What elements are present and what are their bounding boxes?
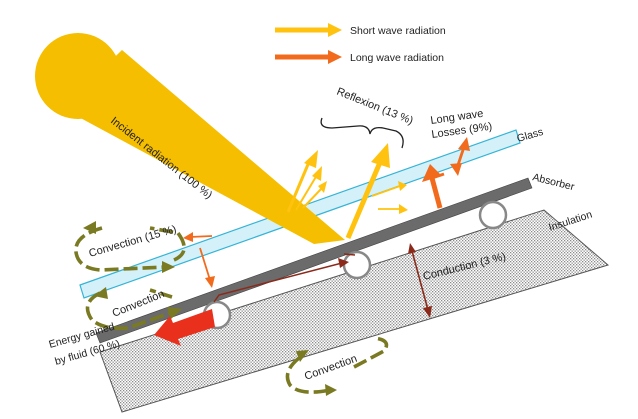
fluid-tube-right — [478, 200, 508, 230]
insulation-label: Insulation — [547, 209, 594, 234]
long-wave-glass-arrows-left — [183, 232, 215, 288]
fluid-heat-lines — [213, 253, 356, 303]
legend-long-wave-arrow — [275, 50, 342, 64]
energy-gained-arrow — [154, 309, 215, 346]
legend: Short wave radiation Long wave radiation — [275, 23, 446, 64]
reflexion-arrows — [286, 143, 408, 239]
convection-top-loop — [74, 221, 186, 273]
convection-bottom-label: Convection — [303, 353, 359, 383]
legend-short-wave-label: Short wave radiation — [350, 25, 446, 37]
insulation-layer — [99, 209, 610, 413]
incident-beam — [62, 50, 345, 244]
absorber-plate — [95, 177, 533, 344]
convection-mid-loop — [85, 287, 182, 331]
fluid-tube-middle — [342, 250, 372, 280]
glass-label: Glass — [516, 126, 545, 145]
reflexion-label: Reflexion (13 %) — [335, 86, 415, 128]
long-wave-loss-arrows — [422, 137, 470, 209]
legend-long-wave-label: Long wave radiation — [350, 52, 444, 64]
legend-short-wave-arrow — [275, 23, 342, 37]
conduction-arrow — [408, 243, 432, 318]
absorber-label: Absorber — [531, 171, 576, 193]
convection-bottom-loop — [285, 336, 389, 396]
reflexion-brace — [320, 117, 404, 149]
